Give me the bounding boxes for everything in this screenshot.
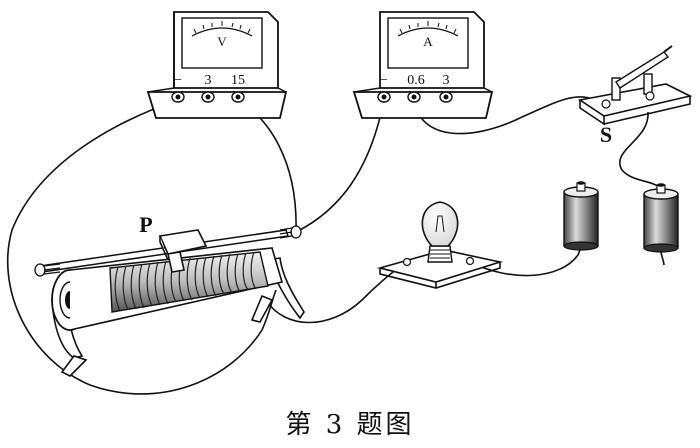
- switch-blade: [615, 51, 670, 89]
- figure-caption: 第 3 题图: [285, 410, 415, 440]
- wire-switch-to-cell: [619, 111, 661, 189]
- lamp: [376, 201, 504, 289]
- wire-ammeter-to-switch: [413, 96, 596, 135]
- rheostat-rod-right-terminal: [279, 225, 302, 239]
- battery: [563, 181, 679, 253]
- rheostat: P: [34, 212, 305, 377]
- voltmeter-symbol: V: [217, 34, 227, 49]
- ammeter-terminal-label: −: [380, 73, 388, 88]
- voltmeter-terminal-label: 15: [231, 73, 245, 88]
- ammeter-terminals: [377, 91, 453, 103]
- ammeter: A − 0.6 3: [352, 11, 494, 119]
- voltmeter-base: [146, 91, 288, 119]
- switch: S: [577, 45, 693, 147]
- wire-rheostat-to-lamp: [265, 261, 407, 324]
- ammeter-dial: [387, 17, 469, 69]
- switch-label: S: [600, 122, 612, 147]
- ammeter-base: [352, 91, 494, 119]
- rheostat-slider: [158, 229, 208, 273]
- ammeter-terminal-label: 0.6: [407, 73, 425, 88]
- voltmeter-scale-arc: [191, 27, 253, 37]
- ammeter-symbol: A: [423, 34, 433, 49]
- ammeter-terminal-label: 3: [443, 73, 450, 88]
- voltmeter-terminal-label: 3: [205, 73, 212, 88]
- lamp-bulb: [421, 201, 459, 247]
- voltmeter-terminal-label: −: [174, 73, 182, 88]
- voltmeter-dial: [181, 17, 263, 69]
- voltmeter: V − 3 15: [146, 11, 288, 119]
- rheostat-coil-windings: [114, 251, 257, 312]
- rheostat-rod-left-terminal: [34, 263, 61, 277]
- switch-base: [577, 83, 693, 117]
- wire-voltmeter-15: [237, 99, 297, 233]
- voltmeter-terminals: [171, 91, 245, 103]
- battery-cell-right: [643, 183, 679, 253]
- rheostat-slider-label: P: [139, 212, 152, 237]
- wire-ammeter-neg: [295, 99, 385, 233]
- wire-voltmeter-neg-loop: [7, 99, 277, 395]
- battery-cell-left: [563, 181, 599, 251]
- ammeter-scale-arc: [397, 27, 459, 37]
